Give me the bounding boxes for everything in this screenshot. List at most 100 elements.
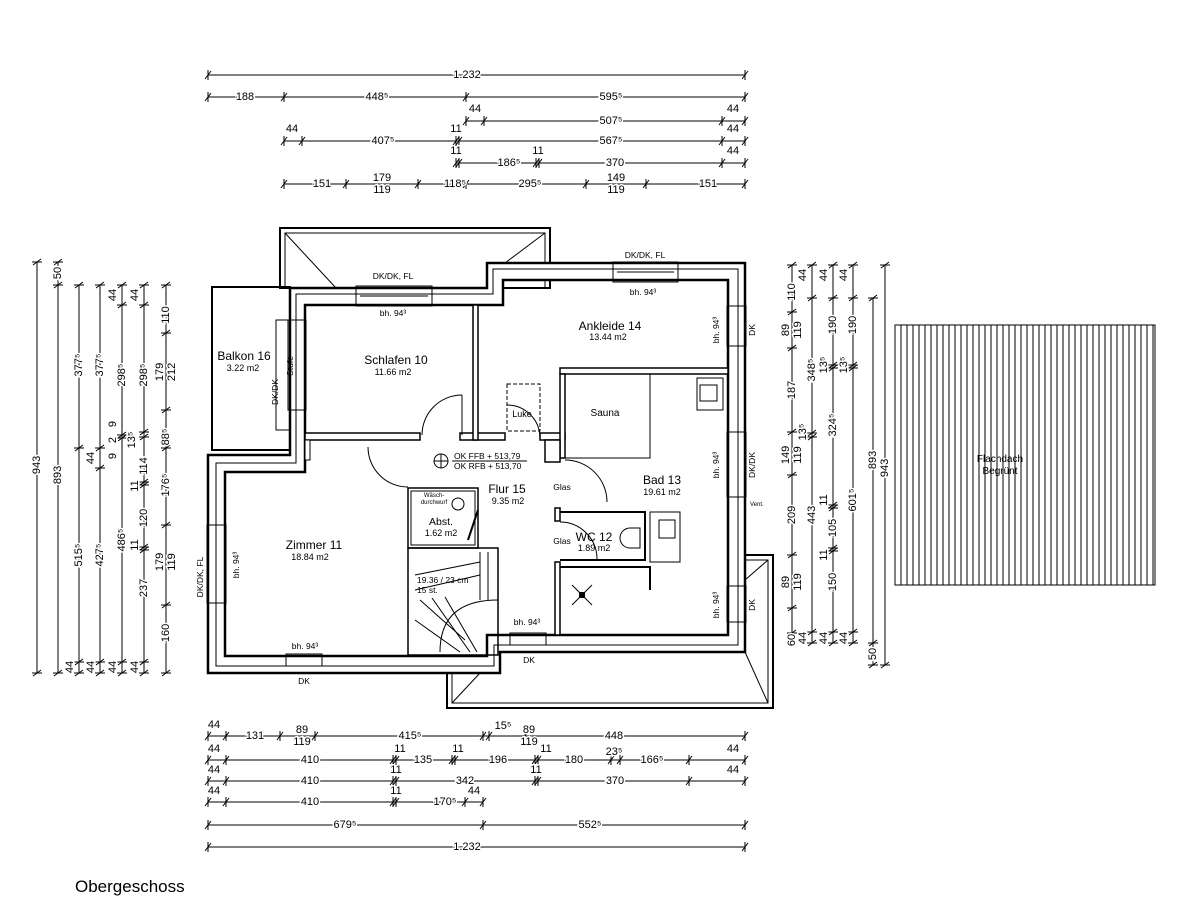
room-name-abst: Abst. <box>429 516 453 528</box>
window-type-label: DK/DK, FL <box>373 271 414 281</box>
dimension-label: 44 <box>727 123 739 135</box>
dimension-label: 342 <box>456 775 474 787</box>
window-sill-label: bh. 94³ <box>514 617 541 627</box>
dimension-label: 448 <box>605 730 623 742</box>
dimension-label: 348⁵ <box>806 359 818 382</box>
dimension-label: 515⁵ <box>73 544 85 567</box>
dimension-label: 119 <box>792 446 804 464</box>
flachdach-label: Flachdach <box>977 454 1023 465</box>
window-type-label: DK/DK <box>747 452 757 478</box>
floor-title: Obergeschoss <box>75 877 185 896</box>
dimension-label: 190 <box>827 316 839 334</box>
dimension-label: 567⁵ <box>600 135 623 147</box>
dimension-label: 190 <box>847 316 859 334</box>
glas-label: Glas <box>553 482 570 492</box>
dimension-label: 170⁵ <box>434 796 457 808</box>
dimension-label: 370 <box>606 775 624 787</box>
room-labels: Balkon 16 3.22 m2 Schlafen 10 11.66 m2 A… <box>217 319 1023 562</box>
dimension-label: 11 <box>129 539 141 550</box>
dimension-label: 44 <box>468 785 480 797</box>
dimension-label: 44 <box>797 269 809 281</box>
dimension-label: 13⁵ <box>818 357 830 374</box>
room-area-zimmer: 18.84 m2 <box>291 552 329 562</box>
vent-label: Vent. <box>750 502 764 508</box>
dimension-label: 89 <box>523 724 535 736</box>
stair-steps-label: 15 st. <box>417 585 438 595</box>
dimension-label: 179 <box>154 553 166 571</box>
dimension-label: 11 <box>450 123 461 135</box>
dimension-label: 44 <box>85 661 97 673</box>
dimension-label: 11 <box>530 764 541 776</box>
dimension-label: 1.232 <box>453 841 481 853</box>
dimension-label: 89 <box>780 576 792 588</box>
dimension-label: 196 <box>489 754 507 766</box>
dimension-label: 50 <box>52 267 64 279</box>
room-area-wc: 1.89 m2 <box>578 543 611 553</box>
waesche-label: Wäsch- <box>424 493 444 499</box>
dimension-label: 44 <box>818 269 830 281</box>
dimension-label: 9 <box>107 421 119 427</box>
flat-roof-green <box>894 324 1156 586</box>
dimension-label: 507⁵ <box>600 115 623 127</box>
stair <box>414 552 499 653</box>
dimension-label: 2 <box>107 437 119 443</box>
dimension-label: 114 <box>138 457 150 475</box>
dimension-label: 13⁵ <box>838 357 850 374</box>
dimension-label: 44 <box>107 661 119 673</box>
roof-overhang-bottom <box>446 554 774 709</box>
dimension-label: 11 <box>394 743 405 755</box>
dimension-label: 180 <box>565 754 583 766</box>
dimension-label: 120 <box>138 509 150 527</box>
dimension-label: 11 <box>129 480 141 491</box>
dimension-label: 11 <box>818 549 830 560</box>
dimension-label: 943 <box>879 459 891 477</box>
room-name-schlafen: Schlafen 10 <box>364 353 428 367</box>
dimension-label: 44 <box>727 145 739 157</box>
dimension-label: 151 <box>699 178 717 190</box>
dimension-label: 149 <box>780 446 792 464</box>
dimension-label: 377⁵ <box>73 354 85 377</box>
dimension-label: 166⁵ <box>641 754 664 766</box>
dimension-label: 119 <box>520 736 538 748</box>
annotations: Luke Glas Glas OK FFB + 513,79 OK RFB + … <box>195 250 764 686</box>
dimension-label: 11 <box>540 743 551 755</box>
luke-label: Luke <box>512 409 532 419</box>
room-area-flur: 9.35 m2 <box>492 496 525 506</box>
dimension-label: 11 <box>818 494 830 505</box>
dimension-label: 209 <box>786 506 798 524</box>
room-name-bad: Bad 13 <box>643 473 681 487</box>
dimension-label: 448⁵ <box>366 91 389 103</box>
exterior-walls <box>206 261 747 675</box>
dimension-label: 44 <box>129 661 141 673</box>
dimension-label: 410 <box>301 754 319 766</box>
dimension-label: 11 <box>390 764 401 776</box>
dimension-label: 44 <box>208 743 220 755</box>
dimension-label: 187 <box>786 381 798 399</box>
exterior-walls-core <box>215 268 739 667</box>
dimension-label: 119 <box>373 184 391 196</box>
room-name-sauna: Sauna <box>591 408 620 419</box>
dimension-label: 151 <box>313 178 331 190</box>
dimension-label: 415⁵ <box>399 730 422 742</box>
dimension-label: 188 <box>236 91 254 103</box>
dimension-label: 44 <box>129 289 141 301</box>
dimension-label: 119 <box>792 321 804 339</box>
dimension-label: 601⁵ <box>847 489 859 512</box>
window-type-label: DK <box>523 655 535 665</box>
dimension-label: 11 <box>452 743 463 755</box>
dimension-label: 410 <box>301 775 319 787</box>
dimension-label: 110 <box>160 306 172 324</box>
dimension-label: 943 <box>31 456 43 474</box>
dimension-label: 50 <box>867 648 879 660</box>
dimension-label: 679⁵ <box>334 819 357 831</box>
dimension-label: 149 <box>607 172 625 184</box>
dimension-label: 298⁵ <box>138 364 150 387</box>
window-type-label: DK/DK <box>270 379 280 405</box>
dimension-label: 44 <box>64 661 76 673</box>
dimension-label: 44 <box>818 632 830 644</box>
dimension-label: 44 <box>208 719 220 731</box>
dimension-label: 44 <box>727 764 739 776</box>
window-type-label: DK/DK, FL <box>625 250 666 260</box>
door-swings <box>367 394 641 560</box>
